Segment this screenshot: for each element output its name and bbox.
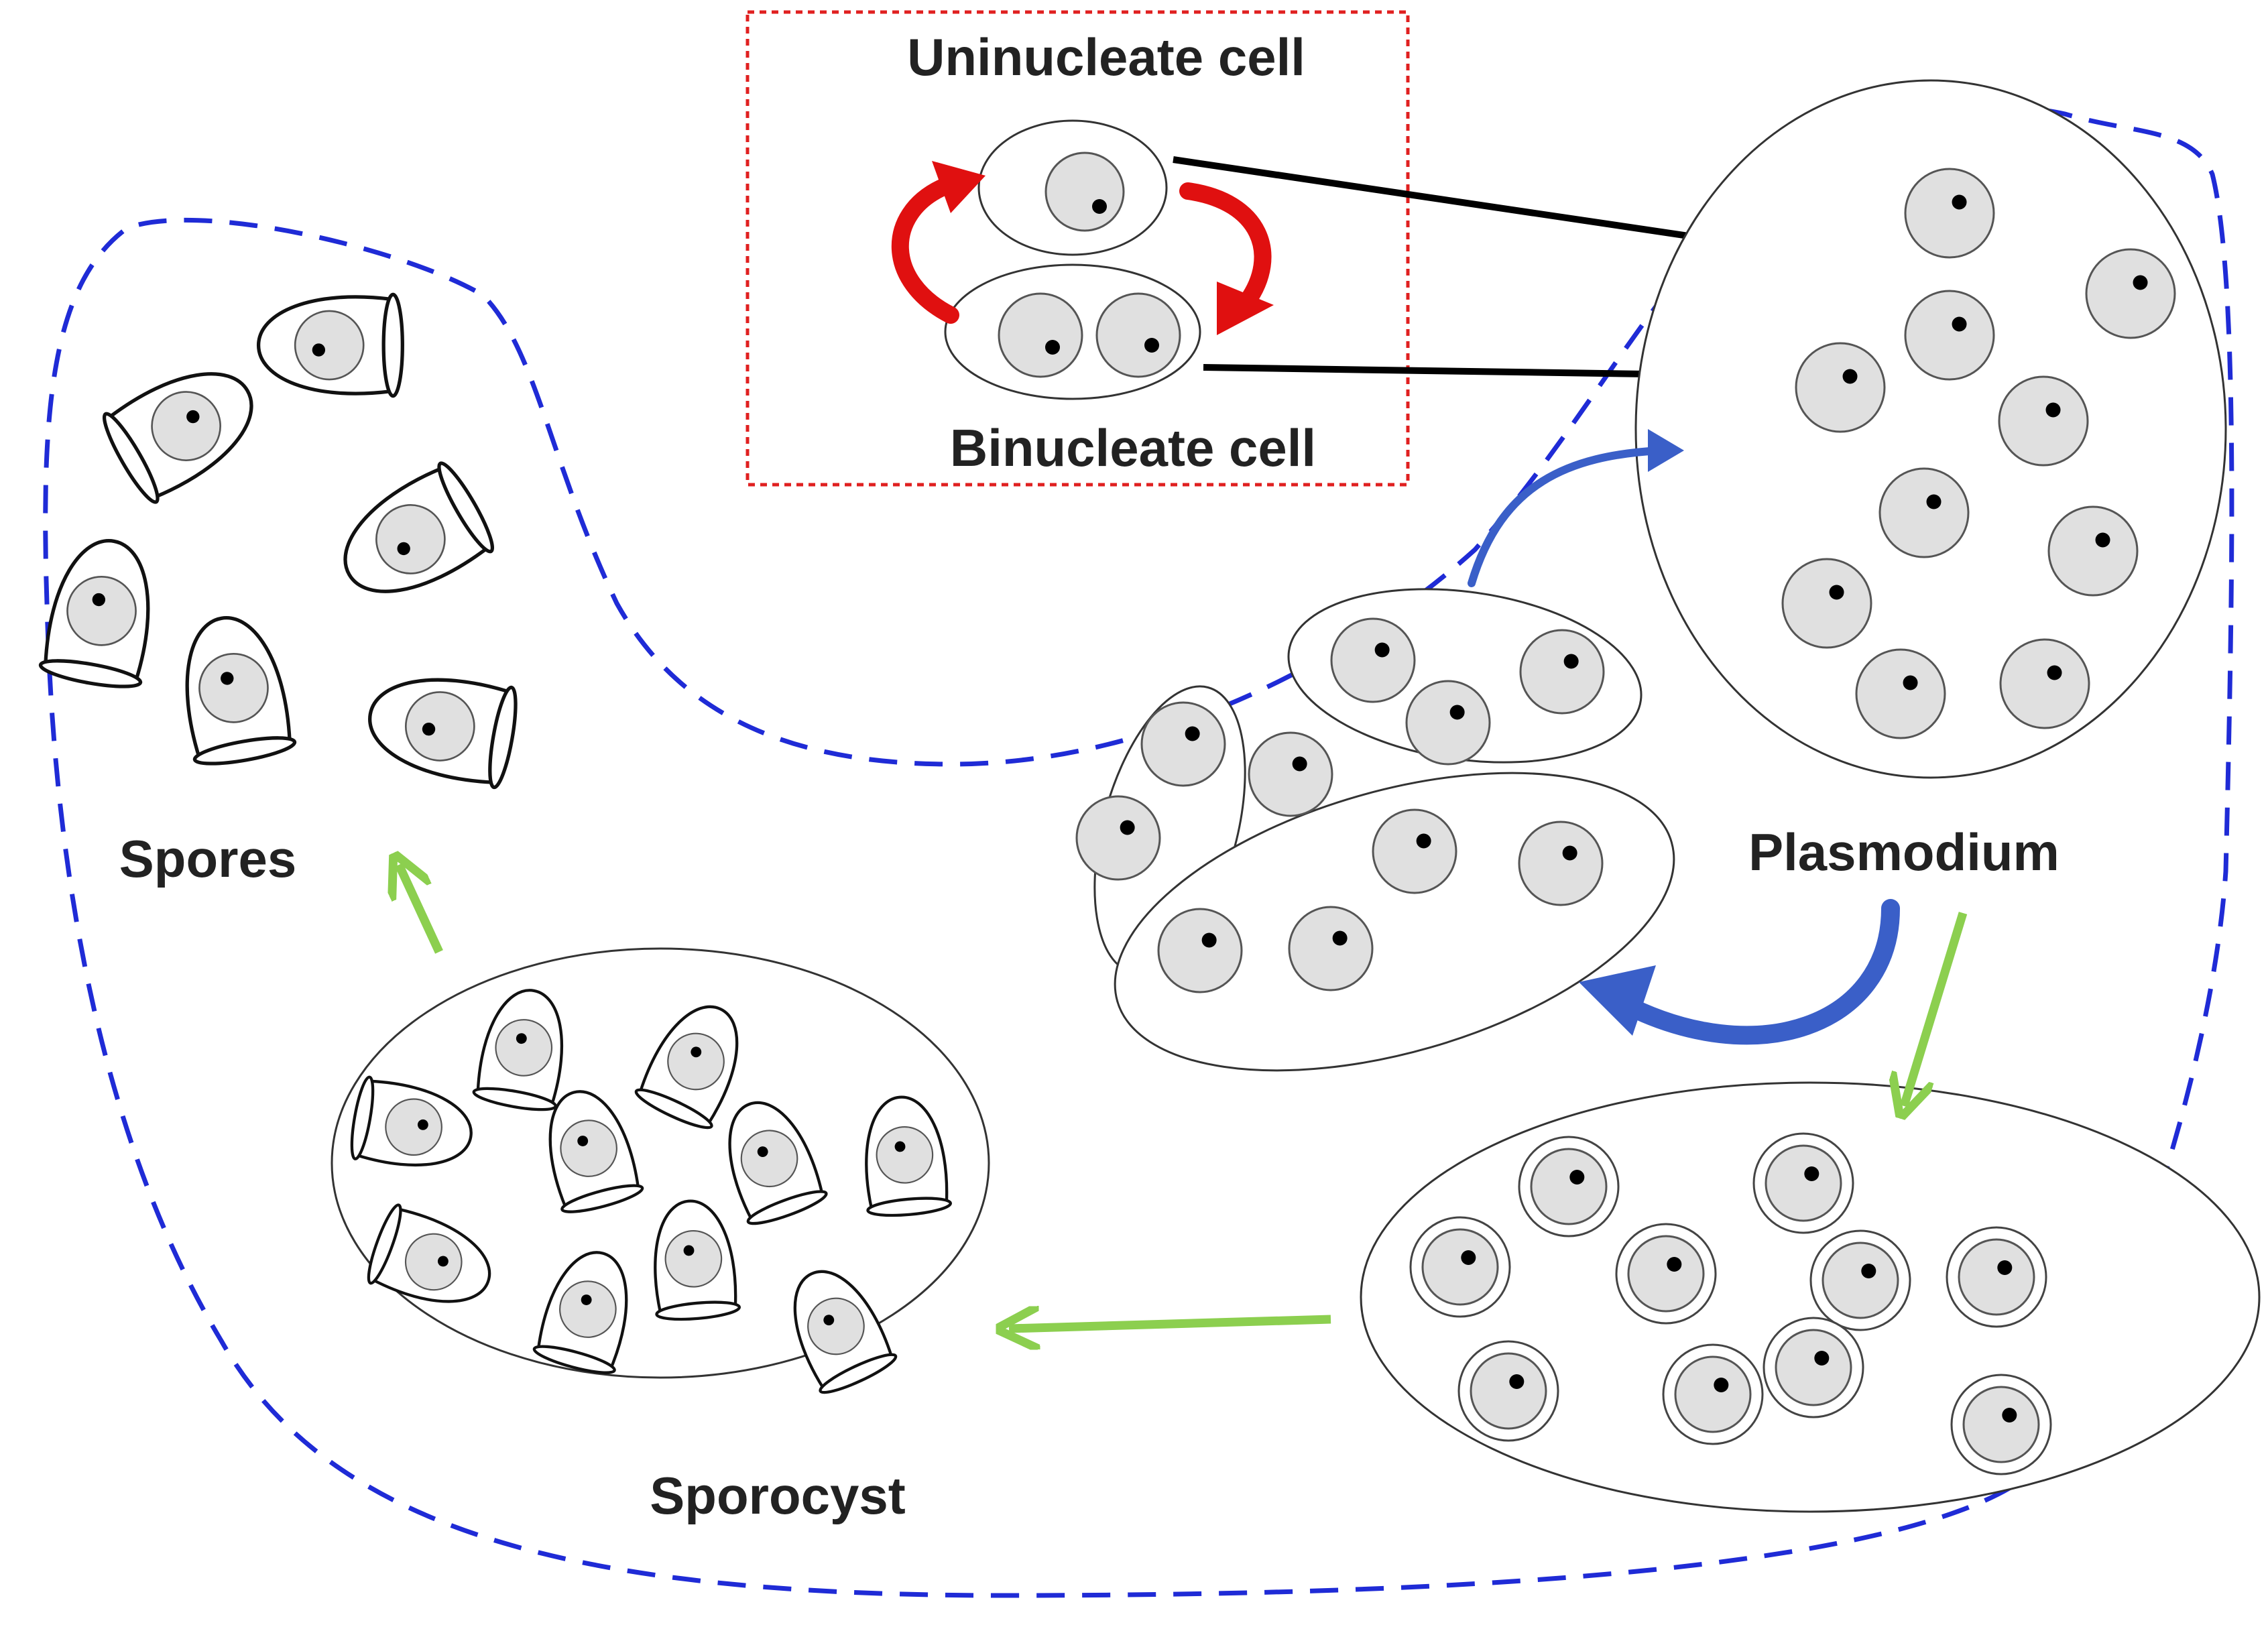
spore bbox=[102, 372, 253, 504]
uninucleate-to-plasmodium-arrow bbox=[1173, 156, 1770, 248]
uninucleate-label: Uninucleate cell bbox=[907, 27, 1305, 86]
spore bbox=[185, 616, 297, 766]
spore bbox=[367, 1203, 491, 1303]
plasmodium-nucleus bbox=[1904, 290, 1995, 381]
spore bbox=[865, 1095, 953, 1217]
pansporoblast-nucleus bbox=[1518, 1136, 1620, 1237]
pansporoblast-to-sporocyst-arrow bbox=[1009, 1319, 1331, 1329]
plasmodium-nucleus bbox=[1795, 342, 1886, 433]
multinucleate-cell-cluster bbox=[1075, 588, 1675, 1072]
pansporoblast-nucleus bbox=[1752, 1132, 1854, 1234]
pansporoblast-nucleus bbox=[1950, 1374, 2052, 1475]
pansporoblast-nucleus bbox=[1763, 1317, 1864, 1418]
plasmodium-nucleus bbox=[1998, 375, 2089, 467]
plasmodium-nucleus bbox=[2085, 248, 2176, 339]
cluster-nucleus bbox=[1405, 680, 1491, 766]
plasmodium-to-pansporoblast-arrow bbox=[1904, 912, 1968, 1106]
cluster-nucleus bbox=[1518, 821, 1604, 906]
pansporoblast-nucleus bbox=[1615, 1223, 1717, 1325]
binucleate-label: Binucleate cell bbox=[950, 418, 1316, 477]
pansporoblast-nucleus bbox=[1662, 1343, 1764, 1445]
plasmodium-label: Plasmodium bbox=[1748, 823, 2060, 882]
spore bbox=[654, 1199, 741, 1321]
highlight-box bbox=[745, 10, 1410, 487]
cluster-nucleus bbox=[1140, 701, 1226, 787]
spore bbox=[793, 1270, 898, 1394]
plasmodium-nucleus bbox=[2047, 505, 2139, 597]
cluster-nucleus bbox=[1519, 629, 1605, 715]
cluster-nucleus bbox=[1075, 795, 1161, 881]
plasmodium-cycle-arrows bbox=[1468, 429, 1900, 1045]
spore bbox=[532, 1251, 628, 1374]
plasmodium-nucleus bbox=[1781, 558, 1872, 649]
spore bbox=[634, 1005, 739, 1130]
sporocyst-label: Sporocyst bbox=[650, 1466, 905, 1525]
spore bbox=[38, 539, 150, 688]
pansporoblast-cell bbox=[1360, 1081, 2261, 1513]
spore bbox=[368, 678, 518, 790]
cluster-nucleus bbox=[1157, 908, 1243, 993]
plasmodium-cell bbox=[1634, 79, 2227, 779]
division-arrows bbox=[891, 161, 1274, 335]
cluster-nucleus bbox=[1248, 731, 1333, 817]
spore-group bbox=[38, 292, 518, 790]
binucleate-cell bbox=[944, 263, 1201, 400]
pansporoblast-nucleus bbox=[1457, 1340, 1559, 1442]
sporocyst-cell bbox=[331, 947, 990, 1394]
spore bbox=[343, 461, 495, 593]
uninucleate-cell bbox=[977, 119, 1168, 256]
plasmodium-nucleus bbox=[1999, 638, 2090, 729]
spore bbox=[256, 292, 404, 398]
plasmodium-nucleus bbox=[1855, 648, 1946, 739]
pansporoblast-nucleus bbox=[1409, 1216, 1511, 1318]
sporocyst-to-spores-arrow bbox=[399, 865, 443, 954]
pansporoblast-nucleus bbox=[1946, 1226, 2047, 1328]
cluster-nucleus bbox=[1330, 617, 1416, 703]
spore bbox=[548, 1090, 644, 1213]
plasmodium-nucleus bbox=[1878, 467, 1970, 558]
cluster-nucleus bbox=[1372, 808, 1457, 894]
spores-label: Spores bbox=[119, 829, 296, 888]
cluster-nucleus bbox=[1288, 906, 1374, 991]
host-boundary bbox=[43, 105, 2234, 1598]
spore bbox=[472, 989, 564, 1111]
pansporoblast-nucleus bbox=[1809, 1229, 1911, 1331]
spore bbox=[728, 1101, 828, 1225]
spore bbox=[350, 1075, 473, 1167]
plasmodium-nucleus bbox=[1904, 168, 1995, 259]
